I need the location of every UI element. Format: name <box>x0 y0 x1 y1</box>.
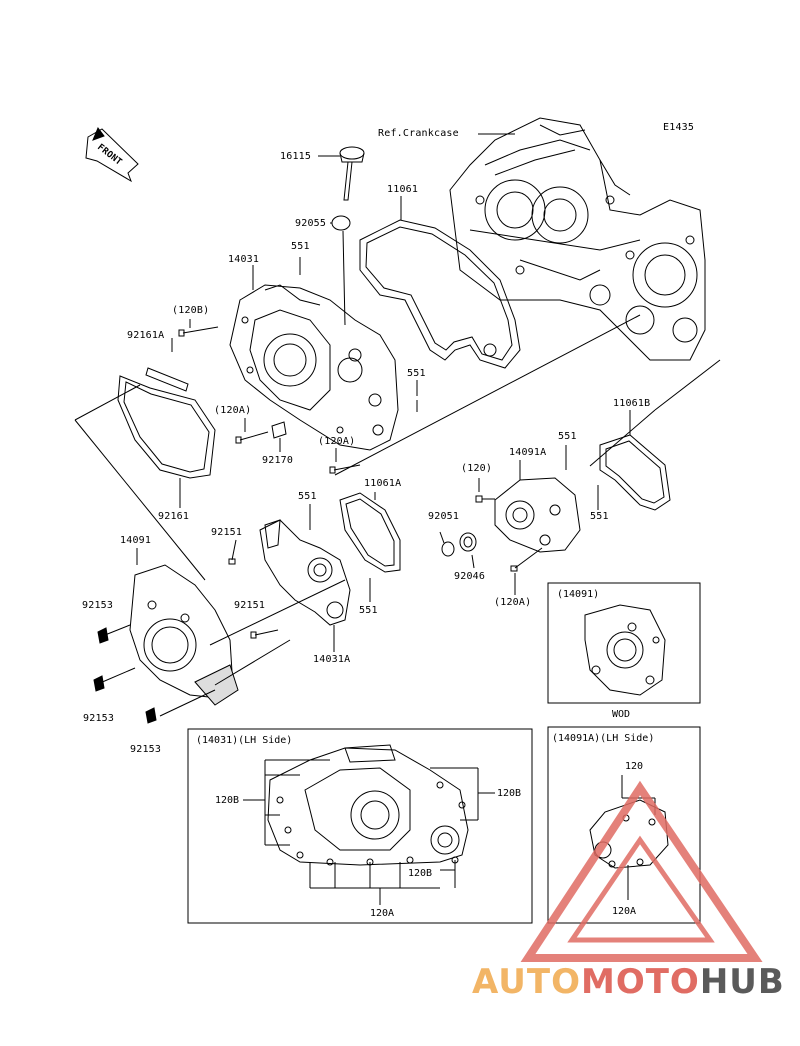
oil-filler-cap-drawing <box>339 146 365 201</box>
watermark-text: AUTOMOTOHUB <box>472 962 785 1002</box>
part-14031a: 14031A <box>313 654 351 665</box>
inset-lh-title: (14031)(LH Side) <box>196 735 293 746</box>
part-11061: 11061 <box>387 184 419 195</box>
gasket-11061a-drawing <box>339 492 401 573</box>
outer-cover-14091-drawing <box>129 564 239 706</box>
part-14091: 14091 <box>120 535 152 546</box>
part-14031: 14031 <box>228 254 260 265</box>
part-551-b: 551 <box>407 368 426 379</box>
part-92051: 92051 <box>428 511 460 522</box>
part-92151-b: 92151 <box>234 600 266 611</box>
part-551-d: 551 <box>298 491 317 502</box>
part-14091a: 14091A <box>509 447 547 458</box>
part-551-a: 551 <box>291 241 310 252</box>
part-551-f: 551 <box>359 605 378 616</box>
part-120b: (120B) <box>172 305 210 316</box>
part-120a-a: (120A) <box>214 405 252 416</box>
part-16115: 16115 <box>280 151 312 162</box>
o-ring-drawing <box>331 215 351 231</box>
bolt-92151-a-drawing <box>228 539 237 565</box>
front-arrow-icon <box>85 127 139 183</box>
bolt-92153-c-drawing <box>145 707 157 724</box>
seal-92051-drawing <box>441 541 455 557</box>
inset-lh-a-title: (14091A)(LH Side) <box>552 733 655 744</box>
part-92151-a: 92151 <box>211 527 243 538</box>
part-92153-b: 92153 <box>83 713 115 724</box>
cover-14091a-drawing <box>494 477 581 553</box>
part-120: (120) <box>461 463 493 474</box>
gasket-92161-drawing <box>117 375 216 479</box>
bolt-92153-b-drawing <box>93 675 105 692</box>
inset-lh-bottom-label: 120B <box>408 868 433 879</box>
inset-lh-a-top-label: 120 <box>625 761 644 772</box>
inset-wod-cover-drawing <box>584 604 666 696</box>
gasket-11061b-drawing <box>599 434 671 511</box>
part-120a-c: (120A) <box>494 597 532 608</box>
inset-lh-left-label: 120B <box>215 795 240 806</box>
inset-lh-box <box>187 728 533 924</box>
diagram-code: E1435 <box>663 122 695 133</box>
crankcase-drawing <box>449 117 706 361</box>
bolt-120a-right-drawing <box>510 547 543 572</box>
inset-wod-caption: WOD <box>612 709 631 720</box>
bolt-92153-a-drawing <box>97 627 109 644</box>
part-11061a: 11061A <box>364 478 402 489</box>
part-92161a: 92161A <box>127 330 165 341</box>
bolt-120b-drawing <box>178 326 219 337</box>
inset-lh-right-label: 120B <box>497 788 522 799</box>
part-92170: 92170 <box>262 455 294 466</box>
inset-wod-title: (14091) <box>557 589 600 600</box>
inset-lh-a-box <box>547 726 701 924</box>
clip-92170-drawing <box>271 421 287 439</box>
gasket-92161a-drawing <box>145 367 189 392</box>
bolt-92151-b-drawing <box>250 629 279 639</box>
bolt-120-drawing <box>475 495 495 503</box>
inset-lh-a-bottom-label: 120A <box>612 906 637 917</box>
bolt-120a-drawing <box>235 431 269 444</box>
inset-wod-box <box>547 582 701 704</box>
part-551-e: 551 <box>590 511 609 522</box>
part-92046: 92046 <box>454 571 486 582</box>
pump-cover-14031a-drawing <box>259 519 351 626</box>
inset-lh-cover-drawing <box>267 744 469 866</box>
inset-lh-base-label: 120A <box>370 908 395 919</box>
part-92055: 92055 <box>295 218 327 229</box>
ref-crankcase-label: Ref.Crankcase <box>378 128 459 139</box>
bearing-92046-drawing <box>459 532 477 552</box>
part-92161: 92161 <box>158 511 190 522</box>
part-551-c: 551 <box>558 431 577 442</box>
part-11061b: 11061B <box>613 398 651 409</box>
part-120a-b: (120A) <box>318 436 356 447</box>
part-92153-a: 92153 <box>82 600 114 611</box>
gasket-11061-drawing <box>359 219 521 369</box>
bolt-120a-lower-drawing <box>329 464 361 474</box>
part-92153-c: 92153 <box>130 744 162 755</box>
watermark-logo-icon <box>520 780 763 962</box>
left-crankcase-cover-drawing <box>229 284 399 451</box>
